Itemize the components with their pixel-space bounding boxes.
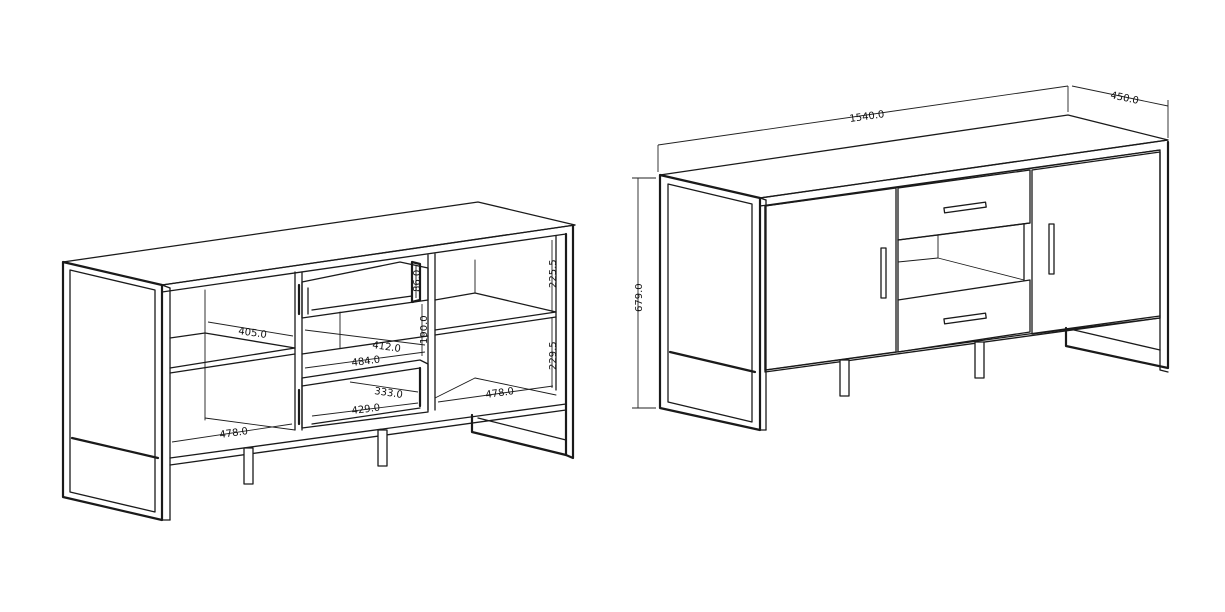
interior-view-drawing xyxy=(61,201,576,522)
dim-shelf-left-width: 405.0 xyxy=(238,326,268,341)
door-handle-left xyxy=(880,247,887,299)
exterior-view-drawing xyxy=(632,85,1170,432)
left-leg-2 xyxy=(377,429,388,467)
dim-upper-compartment: 225.5 xyxy=(548,259,559,288)
dim-drawer-bottom-inner: 333.0 xyxy=(374,386,404,401)
right-leg-2 xyxy=(974,341,985,379)
dimension-labels: 405.0 412.0 484.0 333.0 429.0 478.0 478.… xyxy=(219,90,1140,441)
dim-base-left: 478.0 xyxy=(219,426,249,441)
drawer-handle-bottom xyxy=(943,312,987,325)
dim-drawer-outer-width: 484.0 xyxy=(351,355,381,369)
dim-drawer-bottom-outer: 429.0 xyxy=(351,403,381,417)
left-leg-1 xyxy=(243,447,254,485)
dim-drawer-inner-width: 412.0 xyxy=(372,340,402,355)
door-handle-right xyxy=(1048,223,1055,275)
left-end-frame xyxy=(61,260,164,522)
dim-base-right: 478.0 xyxy=(485,386,515,401)
right-end-frame xyxy=(658,173,762,432)
drawer-handle-top xyxy=(943,201,987,214)
dim-lower-compartment: 229.5 xyxy=(548,341,559,370)
dim-middle-gap: 190.0 xyxy=(419,315,430,344)
dim-depth: 450.0 xyxy=(1109,90,1139,107)
dim-total-width: 1540.0 xyxy=(849,109,885,125)
right-leg-1 xyxy=(839,359,850,397)
dim-drawer-height: 86.0 xyxy=(412,270,423,292)
dim-height: 679.0 xyxy=(634,283,645,312)
